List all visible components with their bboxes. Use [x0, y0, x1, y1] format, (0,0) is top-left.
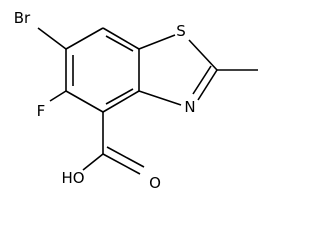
bond-c6-br [37, 27, 67, 50]
atom-label-o: O [149, 174, 161, 192]
bond-c4-c3a-inner [105, 88, 134, 105]
atom-label-f: F [37, 102, 46, 120]
bond-n-c3a [138, 90, 182, 106]
bond-carboxyl-oh [82, 153, 104, 171]
atom-label-ho: HO [61, 169, 84, 187]
atom-label-br: Br [14, 9, 31, 27]
bond-carboxyl-o [102, 153, 141, 175]
bond-c4-c3a [102, 90, 140, 113]
bond-c2-n-inner [192, 65, 212, 95]
bond-c5-c4 [65, 90, 104, 113]
bond-carboxyl-o-double [106, 146, 145, 168]
molecule-drawing: Br F S N HO O [14, 9, 258, 192]
bond-c7a-c7 [102, 27, 140, 50]
atom-label-s: S [176, 22, 186, 40]
bond-c7a-s [138, 34, 176, 50]
bond-c7a-c7-inner [105, 35, 134, 52]
bond-c7-c6 [65, 27, 104, 50]
bond-s-c2 [188, 39, 218, 71]
bond-c2-n [197, 69, 218, 101]
atom-label-n: N [184, 98, 195, 116]
bond-c5-f [49, 90, 67, 102]
structure-diagram: Br F S N HO O [13, 9, 258, 192]
